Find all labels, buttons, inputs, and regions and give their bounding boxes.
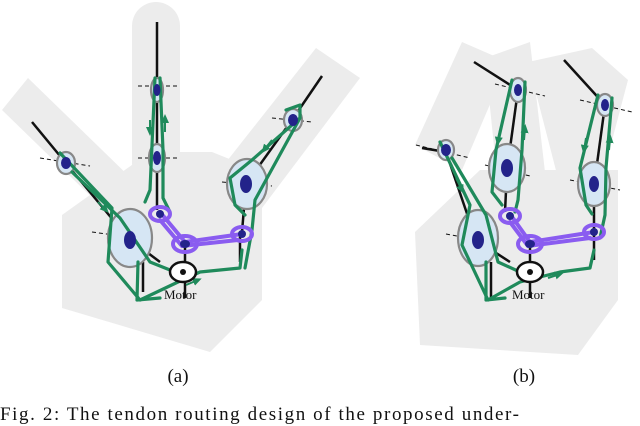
tendon-arrows-a [97, 114, 273, 286]
panel-b-label: (b) [512, 366, 536, 387]
motor-pulley-a [168, 260, 198, 284]
panel-a-label: (a) [167, 366, 189, 387]
motor-pulley-b [515, 260, 545, 284]
motor-label-a: Motor [164, 287, 197, 302]
tendons-a [58, 76, 302, 302]
figure-caption: Fig. 2: The tendon routing design of the… [0, 404, 521, 425]
panel-b-diagram [415, 42, 633, 355]
joint-markers-a [61, 84, 298, 249]
panel-a-diagram [2, 2, 360, 352]
tendon-arrows-b [455, 124, 614, 280]
motor-label-b: Motor [512, 287, 545, 302]
joint-markers-b [441, 84, 609, 249]
